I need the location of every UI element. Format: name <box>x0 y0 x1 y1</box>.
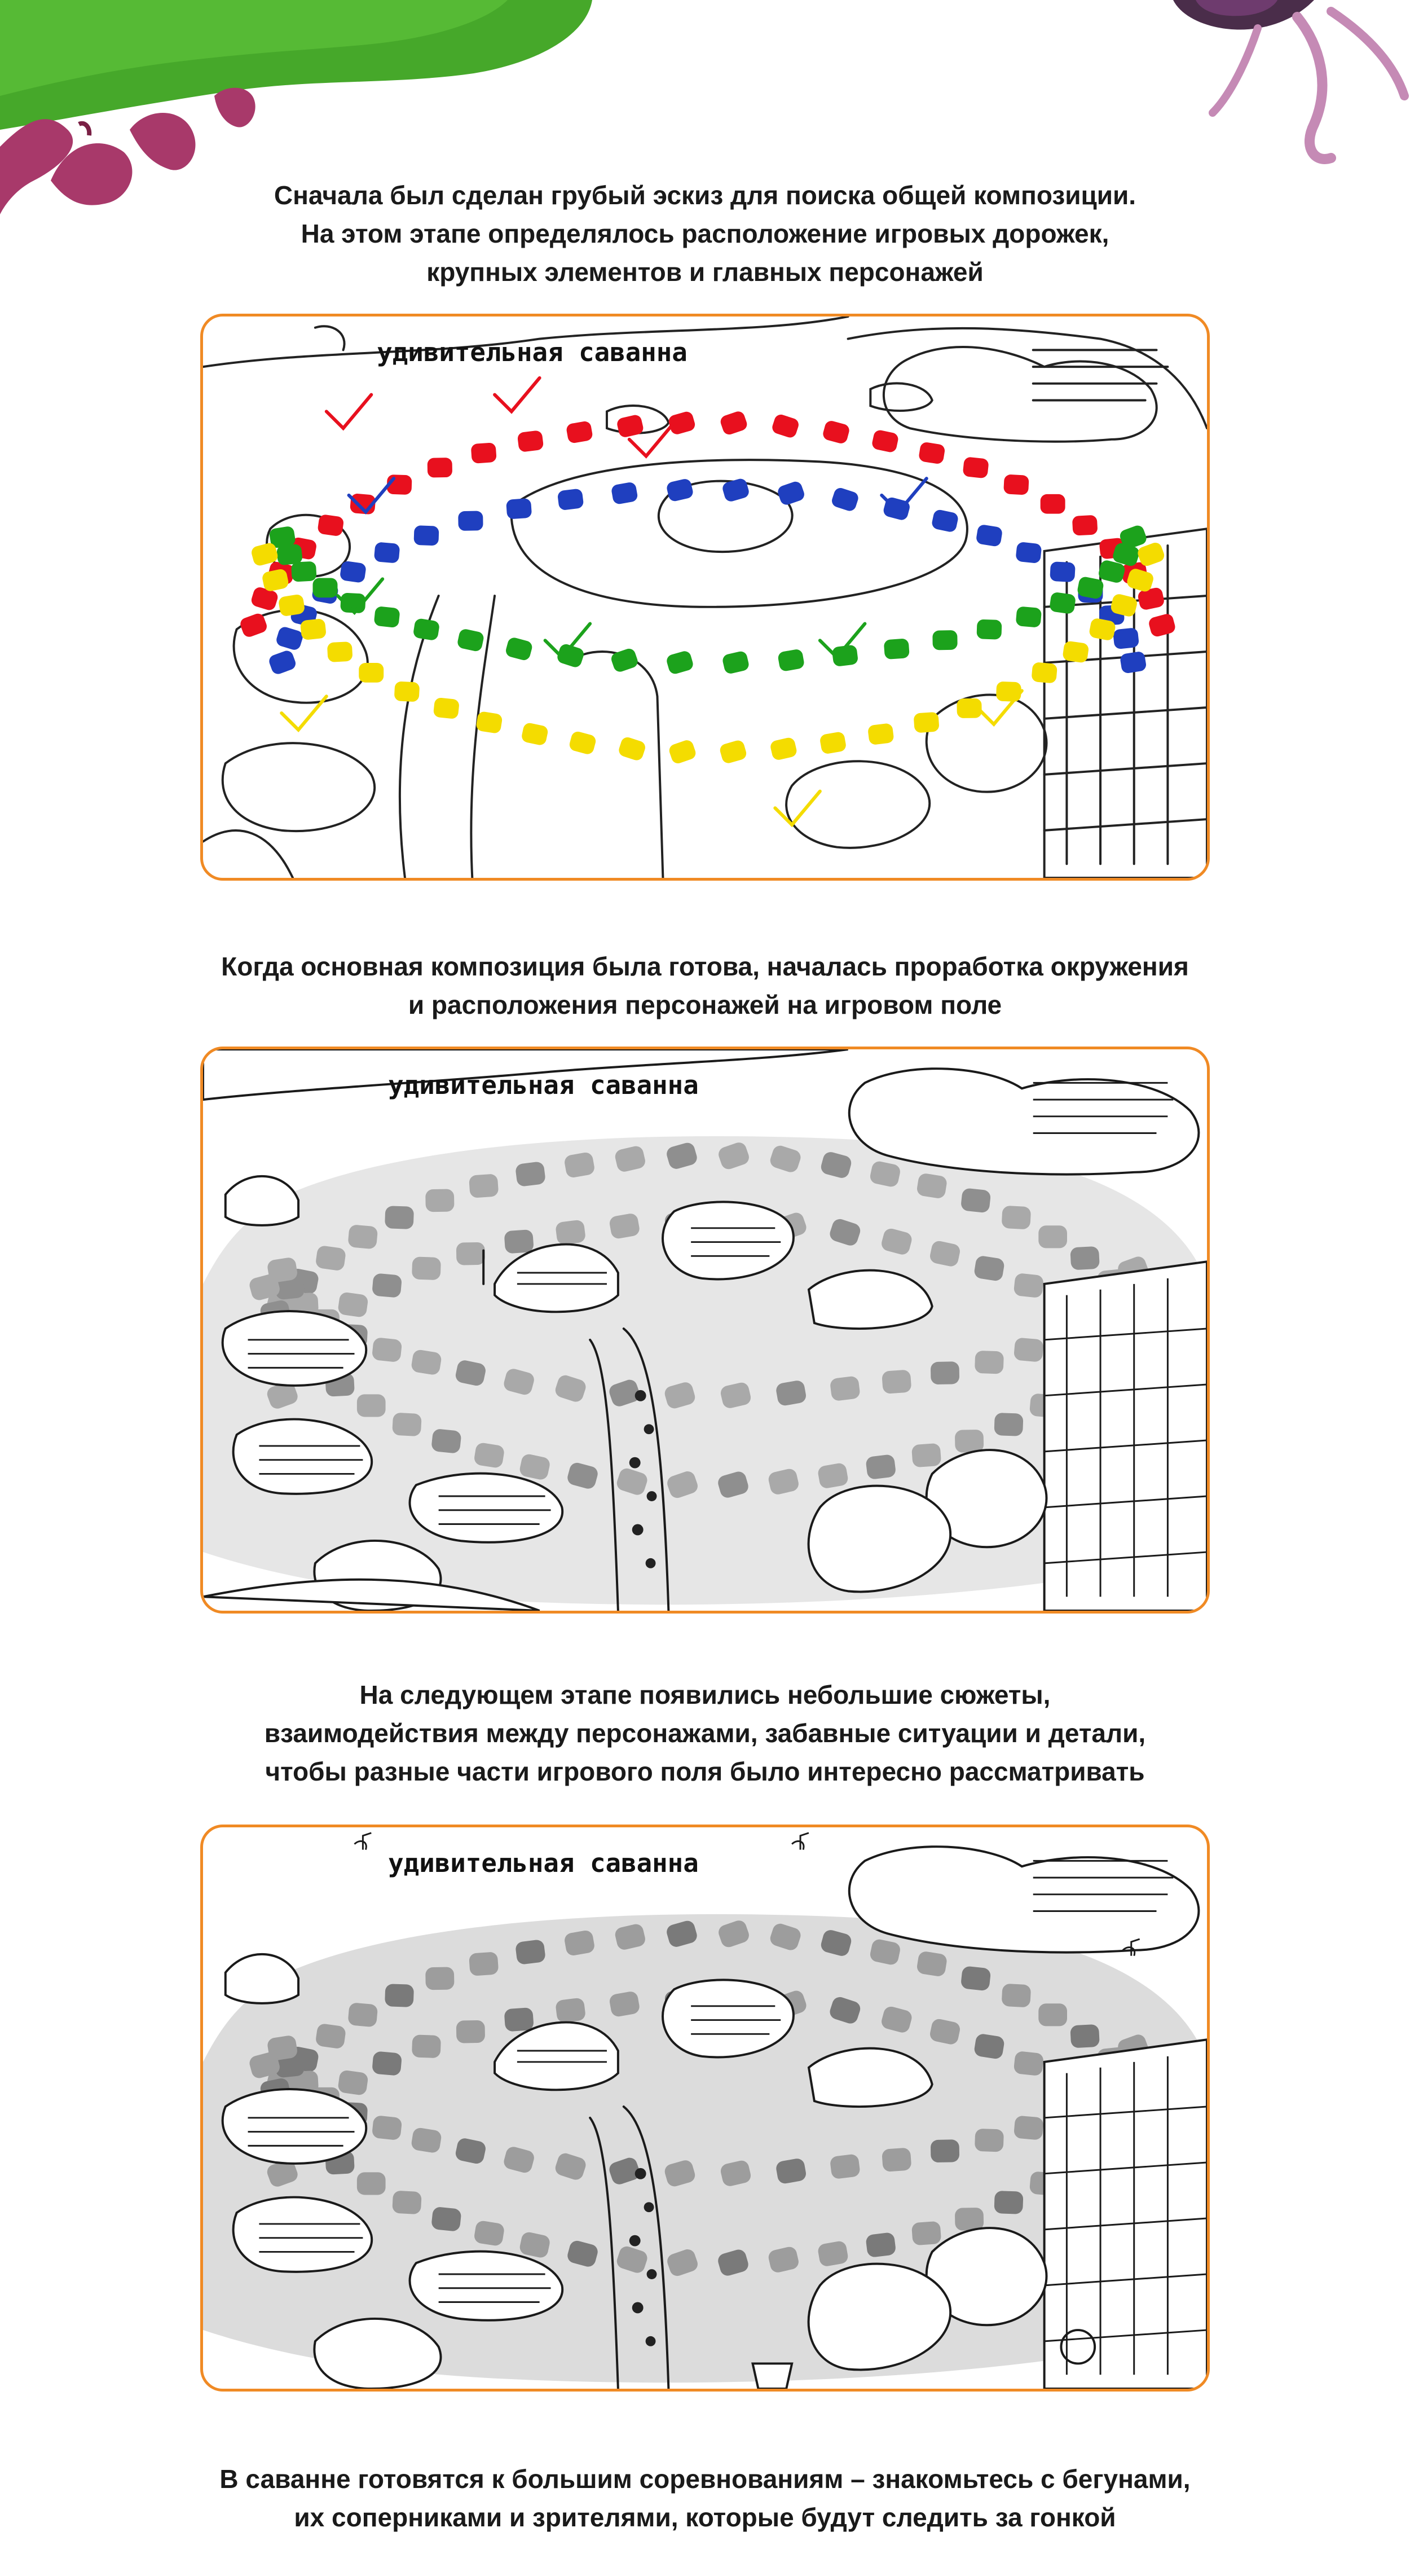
caption-stage-3: На следующем этапе появились небольшие с… <box>0 1676 1410 1791</box>
caption-stage-1: Сначала был сделан грубый эскиз для поис… <box>0 176 1410 291</box>
board-title: удивительная саванна <box>377 337 688 367</box>
caption-line: На этом этапе определялось расположение … <box>301 219 1109 248</box>
board-illustration-environment: удивительная саванна <box>203 1049 1207 1611</box>
caption-line: и расположения персонажей на игровом пол… <box>408 990 1002 1019</box>
board-illustration-details: удивительная саванна <box>203 1832 1207 2389</box>
sketch-frame-environment: удивительная саванна <box>200 1047 1210 1614</box>
caption-line: В саванне готовятся к большим соревнован… <box>219 2464 1191 2494</box>
caption-line: чтобы разные части игрового поля было ин… <box>265 1757 1145 1786</box>
board-illustration-rough: удивительная саванна <box>203 316 1207 878</box>
caption-stage-4: В саванне готовятся к большим соревнован… <box>0 2460 1410 2537</box>
caption-line: взаимодействия между персонажами, забавн… <box>264 1718 1146 1748</box>
caption-line: Когда основная композиция была готова, н… <box>221 952 1189 981</box>
caption-line: На следующем этапе появились небольшие с… <box>359 1680 1051 1709</box>
sketch-frame-rough: удивительная саванна <box>200 314 1210 881</box>
board-title: удивительная саванна <box>388 1070 699 1100</box>
sketch-frame-details: удивительная саванна <box>200 1825 1210 2392</box>
caption-line: их соперниками и зрителями, которые буду… <box>294 2503 1116 2532</box>
caption-line: Сначала был сделан грубый эскиз для поис… <box>274 181 1136 210</box>
game-track-dots <box>240 411 1175 764</box>
caption-stage-2: Когда основная композиция была готова, н… <box>0 947 1410 1024</box>
decorative-creature-top-right <box>1173 0 1409 164</box>
caption-line: крупных элементов и главных персонажей <box>426 257 984 287</box>
board-title: удивительная саванна <box>388 1848 699 1878</box>
decorative-foliage-top-left <box>0 0 592 214</box>
